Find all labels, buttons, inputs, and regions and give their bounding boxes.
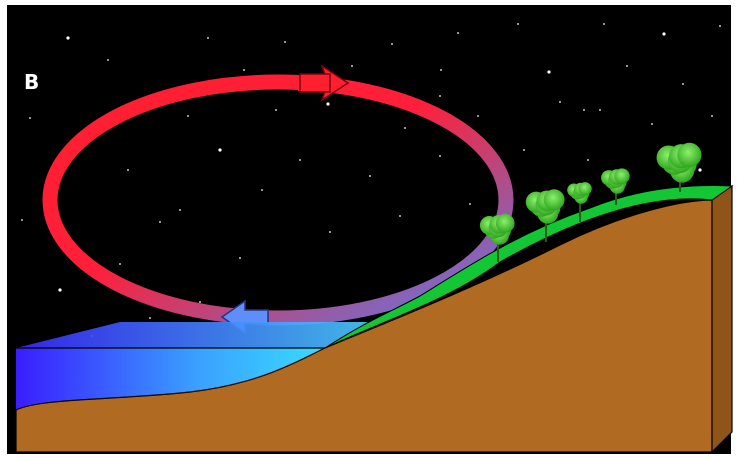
star (626, 65, 628, 67)
star (523, 149, 525, 151)
star (698, 168, 702, 172)
star (21, 219, 23, 221)
tree-foliage (578, 182, 592, 196)
tree (567, 182, 592, 222)
trees (479, 142, 702, 262)
star (29, 117, 31, 119)
star (218, 148, 222, 152)
star (682, 83, 684, 85)
star (439, 155, 441, 157)
star (149, 317, 151, 319)
star (559, 101, 561, 103)
star (127, 169, 129, 171)
tree-foliage (614, 168, 630, 184)
star (587, 159, 589, 161)
arrow-right-icon (298, 64, 350, 102)
star (517, 23, 519, 25)
star (439, 95, 441, 97)
star (261, 189, 263, 191)
star (469, 203, 471, 205)
star (369, 175, 371, 177)
star (457, 32, 459, 34)
star (284, 41, 286, 43)
star (179, 209, 181, 211)
grass-slope (324, 185, 734, 349)
star (159, 221, 161, 223)
star (399, 215, 401, 217)
panel-label: B (24, 70, 40, 94)
star (583, 109, 585, 111)
star (711, 115, 713, 117)
star (477, 115, 479, 117)
land-block (15, 184, 734, 454)
star (119, 263, 121, 265)
star (440, 69, 442, 71)
star (329, 231, 331, 233)
star (275, 109, 277, 111)
circulation-ring (42, 74, 514, 326)
star (239, 257, 241, 259)
star (66, 36, 70, 40)
tree (656, 142, 702, 192)
tree (479, 213, 515, 262)
star (651, 123, 653, 125)
star (326, 102, 330, 106)
star (547, 70, 551, 74)
tree (601, 168, 630, 205)
star (391, 43, 393, 45)
star (719, 25, 721, 27)
star (58, 288, 62, 292)
star (404, 127, 406, 129)
star (207, 37, 209, 39)
tree-foliage (543, 189, 565, 211)
star (603, 23, 605, 25)
star (187, 115, 189, 117)
sea-surface (16, 322, 368, 348)
tree-foliage (677, 142, 702, 167)
land-side (711, 184, 733, 454)
star (351, 65, 353, 67)
tree-foliage (495, 213, 515, 233)
star (299, 159, 301, 161)
tree (525, 189, 565, 242)
star (107, 59, 109, 61)
star (199, 301, 201, 303)
star (599, 109, 601, 111)
star (243, 69, 245, 71)
star (662, 32, 666, 36)
